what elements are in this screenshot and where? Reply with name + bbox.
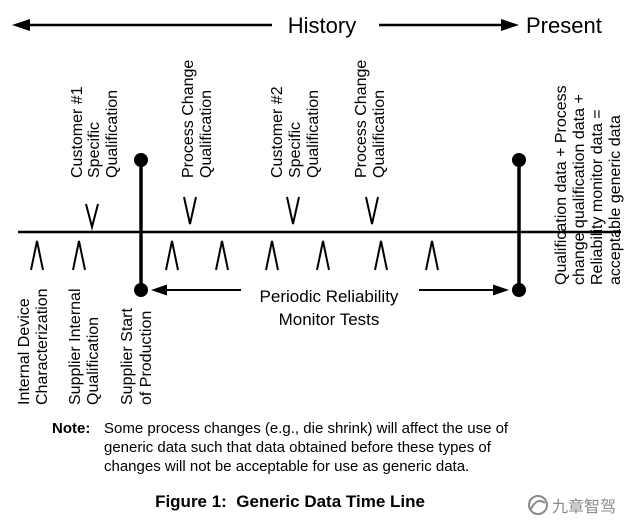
event-markers-below xyxy=(30,240,439,271)
present-label: Present xyxy=(526,13,602,38)
note-line: Some process changes (e.g., die shrink) … xyxy=(104,420,509,437)
start-of-production-top-dot xyxy=(134,153,148,167)
label-line: Process Change xyxy=(353,60,370,178)
event-marker-below xyxy=(374,240,388,271)
watermark-text: 九章智驾 xyxy=(552,498,616,516)
note-line: generic data such that data obtained bef… xyxy=(104,439,492,456)
label-line: Qualification xyxy=(371,90,388,178)
label-line: of Production xyxy=(138,311,155,405)
event-marker-above xyxy=(85,203,99,231)
periodic-label-line: Monitor Tests xyxy=(279,310,380,329)
watermark: 九章智驾 xyxy=(528,495,616,516)
event-marker-below xyxy=(215,240,229,271)
watermark-logo-swirl xyxy=(530,500,546,510)
label-process-change-qualification-2: Process Change Qualification xyxy=(353,60,388,178)
label-line: Process Change xyxy=(180,60,197,178)
present-top-dot xyxy=(512,153,526,167)
label-line: Customer #2 xyxy=(269,86,286,178)
label-line: Specific xyxy=(287,122,304,178)
label-line: acceptable generic data xyxy=(607,115,624,285)
label-supplier-start-of-production: Supplier Start of Production xyxy=(119,308,155,405)
event-marker-below xyxy=(316,240,330,271)
label-line: Qualification xyxy=(305,90,322,178)
periodic-label-line: Periodic Reliability xyxy=(260,287,399,306)
start-of-production-bottom-dot xyxy=(134,283,148,297)
note-line: changes will not be acceptable for use a… xyxy=(104,458,469,475)
event-marker-above xyxy=(183,196,197,225)
label-acceptable-generic-data: Qualification data + Process change qual… xyxy=(553,85,624,285)
history-arrowhead-left xyxy=(12,19,30,31)
label-line: Characterization xyxy=(34,289,51,406)
label-line: Qualification xyxy=(85,317,102,405)
note-block: Note: Some process changes (e.g., die sh… xyxy=(52,420,509,475)
label-line: Specific xyxy=(86,122,103,178)
label-internal-device-characterization: Internal Device Characterization xyxy=(16,289,51,406)
present-bottom-dot xyxy=(512,283,526,297)
label-process-change-qualification-1: Process Change Qualification xyxy=(180,60,215,178)
label-customer-1-qualification: Customer #1 Specific Qualification xyxy=(69,86,121,178)
label-customer-2-qualification: Customer #2 Specific Qualification xyxy=(269,86,322,178)
event-markers-above xyxy=(85,196,379,231)
event-marker-below xyxy=(425,240,439,271)
event-marker-below xyxy=(30,240,44,271)
event-marker-below xyxy=(265,240,279,271)
history-label: History xyxy=(288,13,356,38)
start-of-production-marker xyxy=(134,153,148,297)
label-line: Qualification data + Process xyxy=(553,85,570,285)
periodic-arrowhead-right xyxy=(493,284,509,296)
label-line: Supplier Start xyxy=(119,308,136,405)
label-line: Customer #1 xyxy=(69,86,86,178)
periodic-arrowhead-left xyxy=(151,284,167,296)
label-supplier-internal-qualification: Supplier Internal Qualification xyxy=(67,288,102,405)
label-line: Qualification xyxy=(104,90,121,178)
label-line: Internal Device xyxy=(16,298,33,405)
note-label: Note: xyxy=(52,420,90,437)
label-line: Supplier Internal xyxy=(67,288,84,405)
event-marker-below xyxy=(72,240,86,271)
event-marker-above xyxy=(365,196,379,225)
label-line: Qualification xyxy=(198,90,215,178)
present-marker xyxy=(512,153,526,297)
event-marker-below xyxy=(165,240,179,271)
figure-caption: Figure 1: Generic Data Time Line xyxy=(155,492,425,511)
label-line: Reliability monitor data = xyxy=(589,109,606,285)
time-direction-header: History Present xyxy=(12,13,602,38)
event-marker-above xyxy=(286,196,300,225)
periodic-monitor-span: Periodic Reliability Monitor Tests xyxy=(151,284,509,329)
watermark-logo-icon xyxy=(528,495,548,515)
present-arrowhead-right xyxy=(501,19,519,31)
label-line: change qualification data + xyxy=(571,94,588,285)
